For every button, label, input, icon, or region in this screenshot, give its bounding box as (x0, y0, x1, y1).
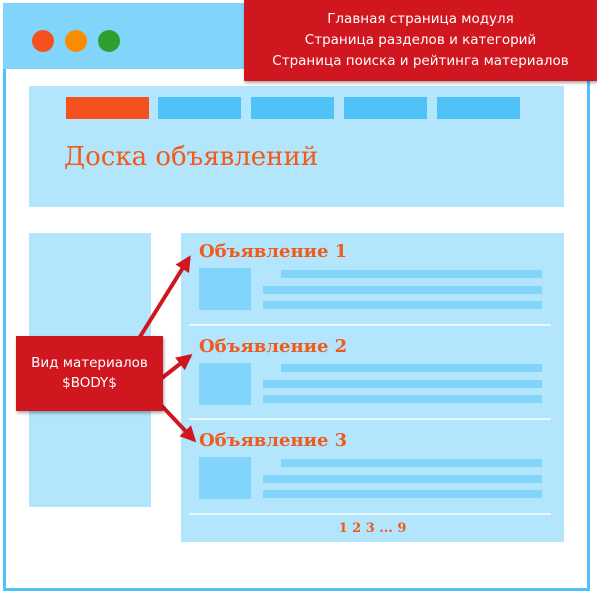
pages-callout: Главная страница модуля Страница раздело… (244, 0, 597, 81)
callout-line: Страница поиска и рейтинга материалов (272, 53, 569, 69)
ad-thumbnail-3 (199, 457, 251, 499)
ad-text-line (281, 364, 542, 372)
nav-tab[interactable] (251, 97, 334, 119)
callout-line: Вид материалов (31, 355, 148, 371)
materials-list-block: Объявление 1 Объявление 2 Объявление 3 1… (181, 233, 564, 542)
minimize-window-dot-icon[interactable] (65, 30, 87, 52)
ad-text-line (263, 475, 542, 483)
callout-line: $BODY$ (62, 375, 117, 391)
page-header-block: Доска объявлений (29, 86, 564, 207)
nav-tab[interactable] (344, 97, 427, 119)
ad-text-line (263, 301, 542, 309)
callout-line: Страница разделов и категорий (304, 32, 537, 48)
ad-text-line (263, 395, 542, 403)
ad-title-1[interactable]: Объявление 1 (199, 241, 348, 262)
pagination[interactable]: 1 2 3 ... 9 (338, 521, 407, 536)
ad-text-line (281, 270, 542, 278)
ad-thumbnail-1 (199, 268, 251, 310)
ad-text-line (263, 380, 542, 388)
ad-title-2[interactable]: Объявление 2 (199, 336, 348, 357)
ad-thumbnail-2 (199, 363, 251, 405)
close-window-dot-icon[interactable] (32, 30, 54, 52)
nav-tab[interactable] (158, 97, 241, 119)
body-template-callout: Вид материалов $BODY$ (16, 336, 163, 411)
ad-divider (189, 513, 551, 515)
ad-text-line (263, 490, 542, 498)
nav-tab[interactable] (437, 97, 520, 119)
ad-divider (189, 324, 551, 326)
ad-title-3[interactable]: Объявление 3 (199, 430, 348, 451)
callout-line: Главная страница модуля (327, 11, 514, 27)
site-title: Доска объявлений (64, 142, 319, 172)
arrow-to-ad-1 (136, 255, 191, 342)
arrow-to-ad-3 (158, 402, 197, 443)
nav-tab-active[interactable] (66, 97, 149, 119)
maximize-window-dot-icon[interactable] (98, 30, 120, 52)
arrow-to-ad-2 (160, 354, 193, 380)
ad-divider (189, 418, 551, 420)
ad-text-line (281, 459, 542, 467)
ad-text-line (263, 286, 542, 294)
